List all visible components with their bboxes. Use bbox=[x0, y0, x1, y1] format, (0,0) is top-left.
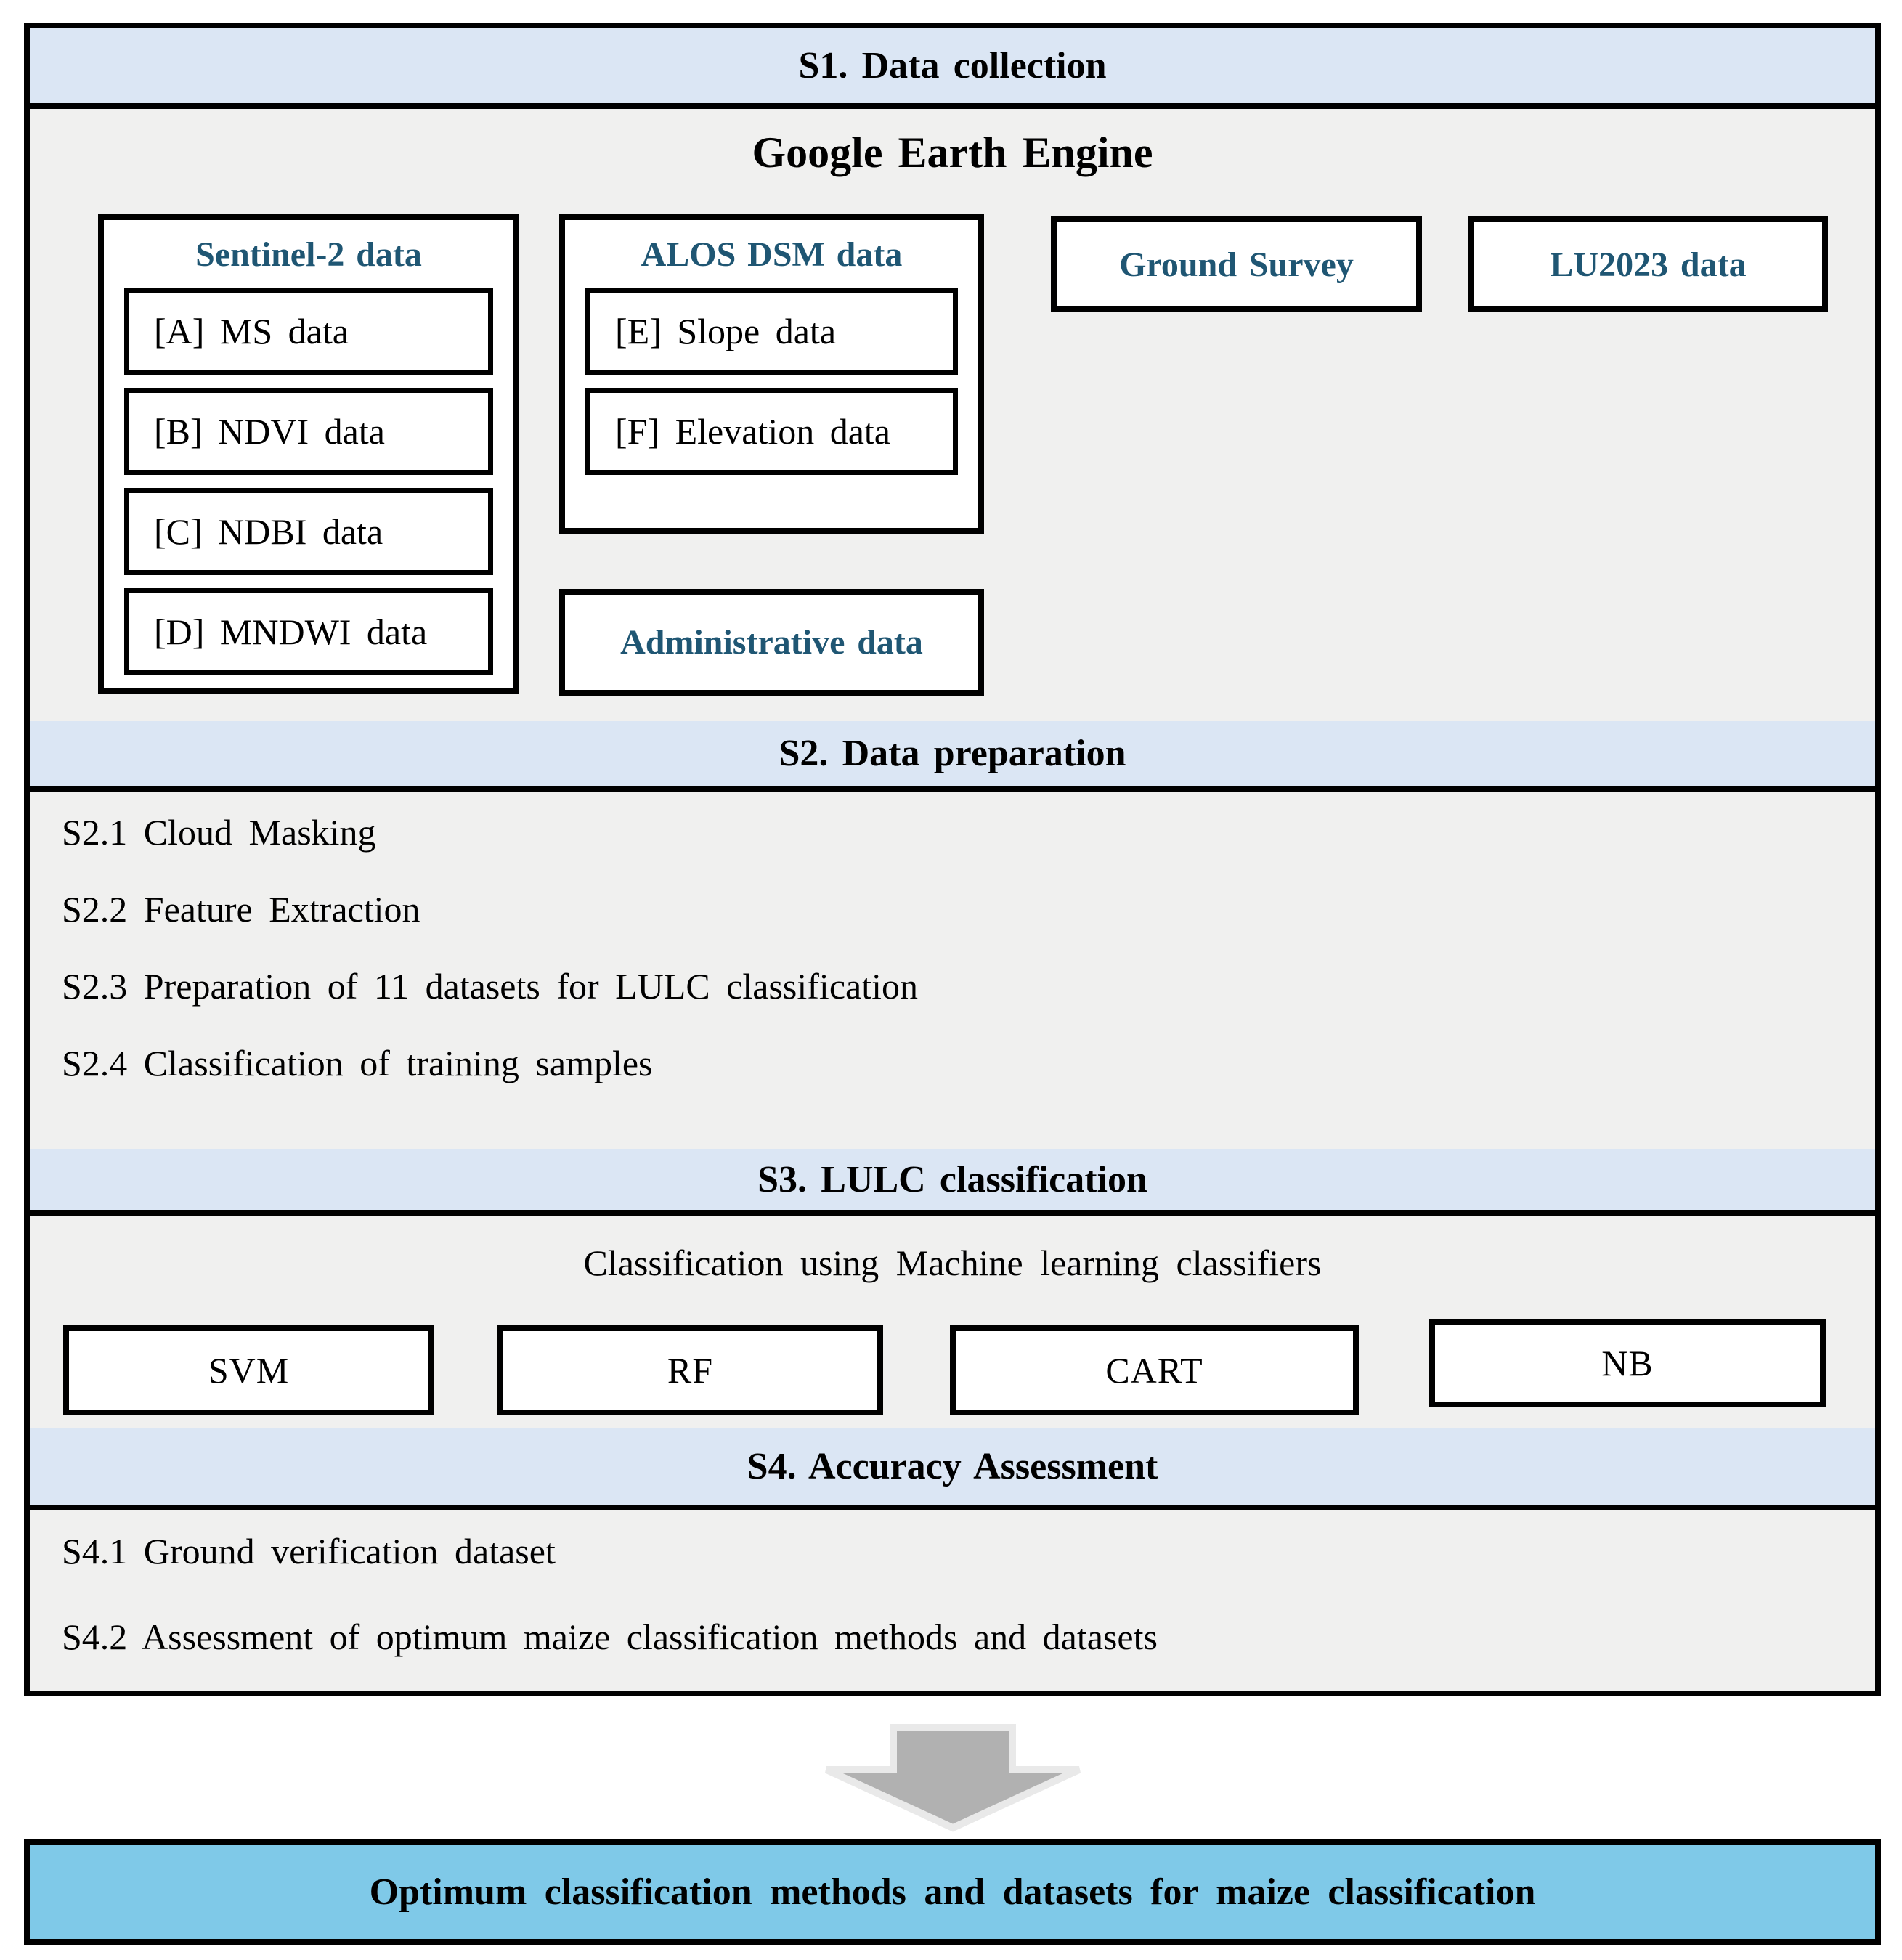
sentinel-2-group-box: Sentinel-2 data [A] MS data [B] NDVI dat… bbox=[98, 214, 519, 694]
lu2023-data-box: LU2023 data bbox=[1468, 216, 1828, 312]
s2-step-2: S2.2 Feature Extraction bbox=[62, 889, 420, 930]
s3-header: S3. LULC classification bbox=[30, 1149, 1875, 1216]
s2-header-label: S2. Data preparation bbox=[779, 733, 1126, 774]
sentinel-2-title: Sentinel-2 data bbox=[195, 235, 422, 274]
s2-step-3: S2.3 Preparation of 11 datasets for LULC… bbox=[62, 966, 918, 1007]
s4-header-label: S4. Accuracy Assessment bbox=[747, 1445, 1158, 1487]
s2-step-4: S2.4 Classification of training samples bbox=[62, 1043, 653, 1083]
s3-content: Classification using Machine learning cl… bbox=[30, 1216, 1875, 1428]
s2-step-1: S2.1 Cloud Masking bbox=[62, 812, 376, 853]
classifier-box-cart: CART bbox=[950, 1325, 1359, 1415]
result-banner: Optimum classification methods and datas… bbox=[24, 1839, 1881, 1945]
down-arrow-icon bbox=[824, 1724, 1081, 1832]
s1-header-label: S1. Data collection bbox=[798, 45, 1107, 86]
classifier-box-rf: RF bbox=[497, 1325, 883, 1415]
s2-header: S2. Data preparation bbox=[30, 721, 1875, 792]
s4-content: S4.1 Ground verification dataset S4.2 As… bbox=[30, 1510, 1875, 1691]
mndwi-data-box: [D] MNDWI data bbox=[124, 588, 493, 675]
s2-content: S2.1 Cloud Masking S2.2 Feature Extracti… bbox=[30, 792, 1875, 1149]
s4-header: S4. Accuracy Assessment bbox=[30, 1428, 1875, 1510]
ndvi-data-box: [B] NDVI data bbox=[124, 388, 493, 475]
flowchart-body: S1. Data collection Google Earth Engine … bbox=[24, 23, 1881, 1696]
classifier-box-nb: NB bbox=[1429, 1319, 1826, 1407]
ndbi-data-box: [C] NDBI data bbox=[124, 488, 493, 575]
elevation-data-box: [F] Elevation data bbox=[585, 388, 958, 475]
administrative-data-box: Administrative data bbox=[559, 589, 984, 696]
result-banner-label: Optimum classification methods and datas… bbox=[369, 1871, 1536, 1913]
ms-data-box: [A] MS data bbox=[124, 288, 493, 375]
s4-step-2: S4.2 Assessment of optimum maize classif… bbox=[62, 1617, 1158, 1657]
s3-subtitle: Classification using Machine learning cl… bbox=[583, 1243, 1322, 1283]
s1-content: Google Earth Engine Sentinel-2 data [A] … bbox=[30, 109, 1875, 721]
alos-dsm-group-box: ALOS DSM data [E] Slope data [F] Elevati… bbox=[559, 214, 984, 534]
classifier-box-svm: SVM bbox=[63, 1325, 434, 1415]
ground-survey-box: Ground Survey bbox=[1051, 216, 1422, 312]
slope-data-box: [E] Slope data bbox=[585, 288, 958, 375]
s4-step-1: S4.1 Ground verification dataset bbox=[62, 1531, 556, 1571]
google-earth-engine-title: Google Earth Engine bbox=[752, 129, 1153, 176]
s3-header-label: S3. LULC classification bbox=[757, 1158, 1147, 1200]
s1-header: S1. Data collection bbox=[30, 28, 1875, 109]
alos-dsm-title: ALOS DSM data bbox=[641, 235, 903, 274]
arrow-gap bbox=[24, 1720, 1881, 1836]
